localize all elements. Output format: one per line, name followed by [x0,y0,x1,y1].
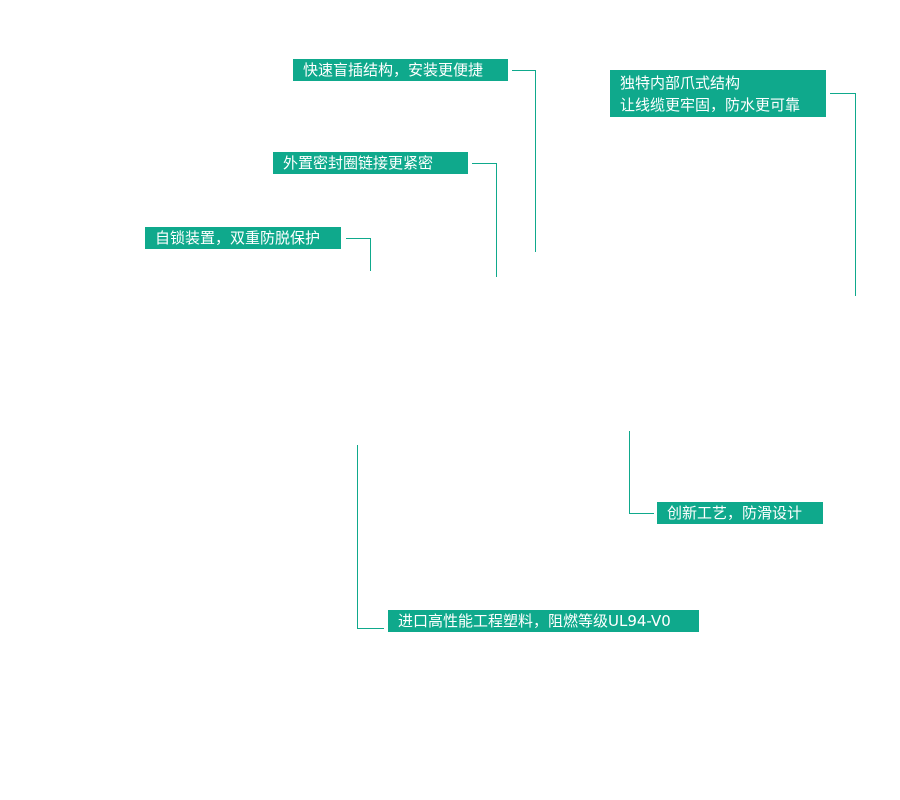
callout-material-text: 进口高性能工程塑料，阻燃等级UL94-V0 [398,612,671,630]
leader-self-lock [346,238,371,271]
callout-self-lock-text: 自锁装置，双重防脱保护 [155,229,321,247]
callout-quick-connect-text: 快速盲插结构，安装更便捷 [303,61,484,79]
callout-claw-line1: 独特内部爪式结构 [620,74,741,92]
leader-material [357,445,384,629]
leader-quick-connect [512,70,536,252]
callout-self-lock: 自锁装置，双重防脱保护 [145,227,341,249]
callout-material: 进口高性能工程塑料，阻燃等级UL94-V0 [388,610,699,632]
leader-seal-ring [472,163,497,277]
callout-seal-ring: 外置密封圈链接更紧密 [273,152,468,174]
callout-anti-slip: 创新工艺，防滑设计 [657,502,823,524]
callout-quick-connect: 快速盲插结构，安装更便捷 [293,59,508,81]
callout-claw-line2: 让线缆更牢固，防水更可靠 [620,96,801,114]
leader-claw [830,93,856,296]
callout-anti-slip-text: 创新工艺，防滑设计 [667,504,803,522]
leader-anti-slip [629,431,654,514]
callout-claw-structure: 独特内部爪式结构 让线缆更牢固，防水更可靠 [610,70,826,117]
callout-seal-ring-text: 外置密封圈链接更紧密 [283,154,434,172]
